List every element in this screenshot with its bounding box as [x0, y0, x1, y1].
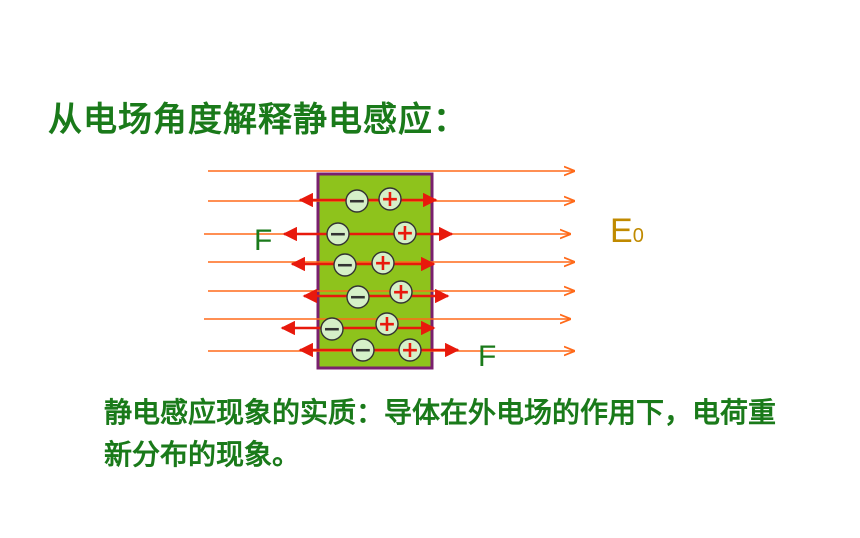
negative-charge: − [346, 285, 370, 310]
minus-sign-icon: − [348, 189, 366, 214]
positive-charge: + [375, 312, 399, 337]
positive-charge: + [393, 221, 417, 246]
plus-sign-icon: + [378, 312, 396, 337]
conclusion-text: 静电感应现象的实质：导体在外电场的作用下，电荷重新分布的现象。 [104, 396, 777, 471]
plus-sign-icon: + [381, 187, 399, 212]
positive-charge: + [378, 187, 402, 212]
negative-charge: − [345, 189, 369, 214]
plus-sign-icon: + [392, 280, 410, 305]
force-label-right: F [478, 340, 496, 373]
positive-charge: + [389, 280, 413, 305]
minus-sign-icon: − [349, 285, 367, 310]
plus-sign-icon: + [401, 338, 419, 363]
field-label-subscript: 0 [633, 225, 644, 247]
minus-sign-icon: − [336, 253, 354, 278]
negative-charge: − [333, 253, 357, 278]
negative-charge: − [326, 222, 350, 247]
positive-charge: + [398, 338, 422, 363]
induced-charges: −+−+−+−+−+−+ [320, 187, 422, 363]
force-label-left: F [254, 224, 272, 257]
field-label-main: E [610, 212, 633, 250]
plus-sign-icon: + [396, 221, 414, 246]
minus-sign-icon: − [323, 317, 341, 342]
positive-charge: + [371, 251, 395, 276]
slide-title: 从电场角度解释静电感应： [48, 100, 468, 140]
minus-sign-icon: − [354, 338, 372, 363]
negative-charge: − [320, 317, 344, 342]
plus-sign-icon: + [374, 251, 392, 276]
negative-charge: − [351, 338, 375, 363]
minus-sign-icon: − [329, 222, 347, 247]
field-label: E0 [610, 212, 644, 250]
